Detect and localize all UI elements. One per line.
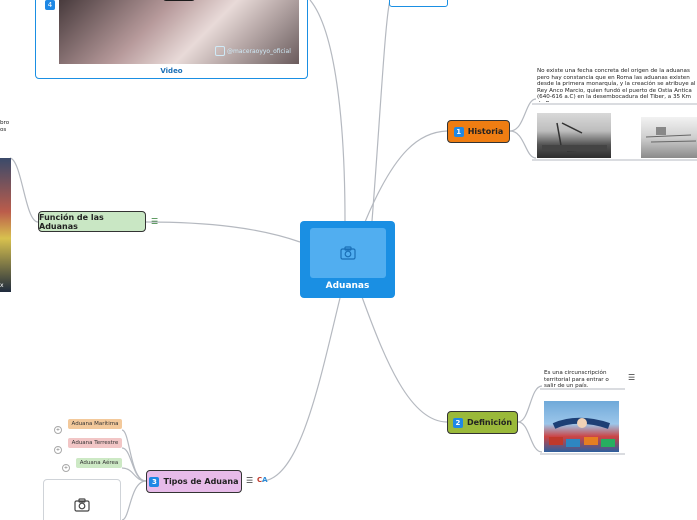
historia-label: Historia (468, 127, 504, 136)
instagram-icon (215, 46, 225, 56)
definicion-text: Es una circunscripción territorial para … (544, 370, 616, 390)
funcion-node[interactable]: Función de las Aduanas (38, 211, 146, 232)
play-button-icon[interactable] (163, 0, 195, 1)
number-badge: 1 (454, 127, 464, 137)
definicion-node[interactable]: 2 Definición (447, 411, 518, 434)
watermark-text: @maceraoyyo_oficial (227, 48, 291, 55)
note-icon[interactable]: ☰ (628, 374, 635, 382)
video-container: 4 @maceraoyyo_oficial Video (35, 0, 308, 79)
expand-toggle[interactable]: + (62, 464, 70, 472)
number-badge: 3 (149, 477, 159, 487)
historia-text: No existe una fecha concreta del origen … (537, 68, 697, 102)
historia-node[interactable]: 1 Historia (447, 120, 510, 143)
camera-icon (340, 246, 356, 260)
central-image-placeholder (310, 228, 386, 278)
tipo-item-maritima[interactable]: Aduana Marítima (68, 419, 122, 429)
number-badge: 4 (45, 0, 55, 10)
tipos-node[interactable]: 3 Tipos de Aduana (146, 470, 242, 493)
historia-photo-1 (537, 113, 611, 158)
note-icon[interactable]: ☰ (151, 218, 158, 226)
video-label: Video (36, 67, 307, 75)
port-crane-illustration (537, 113, 611, 158)
funcion-label: Función de las Aduanas (39, 213, 145, 231)
partial-node-top[interactable] (389, 0, 448, 7)
funcion-text-fragment-1: bro (0, 120, 9, 127)
historia-photo-2 (641, 117, 697, 158)
tipo-item-aerea[interactable]: Aduana Aérea (76, 458, 122, 468)
funcion-text-fragment-2: os (0, 127, 6, 134)
historic-port-illustration (641, 117, 697, 158)
handshake-containers-illustration (544, 401, 619, 452)
number-badge: 2 (453, 418, 463, 428)
central-topic[interactable]: Aduanas (300, 221, 395, 298)
central-title: Aduanas (326, 281, 370, 291)
camera-icon (74, 498, 90, 512)
close-icon[interactable]: x (0, 282, 4, 289)
expand-toggle[interactable]: + (54, 426, 62, 434)
note-icon[interactable]: ☰ (246, 477, 253, 485)
funcion-photo: x (0, 158, 11, 292)
video-thumbnail[interactable]: @maceraoyyo_oficial (59, 0, 299, 64)
tipos-label: Tipos de Aduana (163, 477, 238, 486)
image-placeholder (43, 479, 121, 520)
definicion-photo (544, 401, 619, 452)
definicion-label: Definición (467, 418, 512, 427)
link-icon[interactable]: CA (257, 476, 268, 484)
watermark: @maceraoyyo_oficial (215, 46, 291, 56)
expand-toggle[interactable]: + (54, 446, 62, 454)
tipo-item-terrestre[interactable]: Aduana Terrestre (68, 438, 122, 448)
